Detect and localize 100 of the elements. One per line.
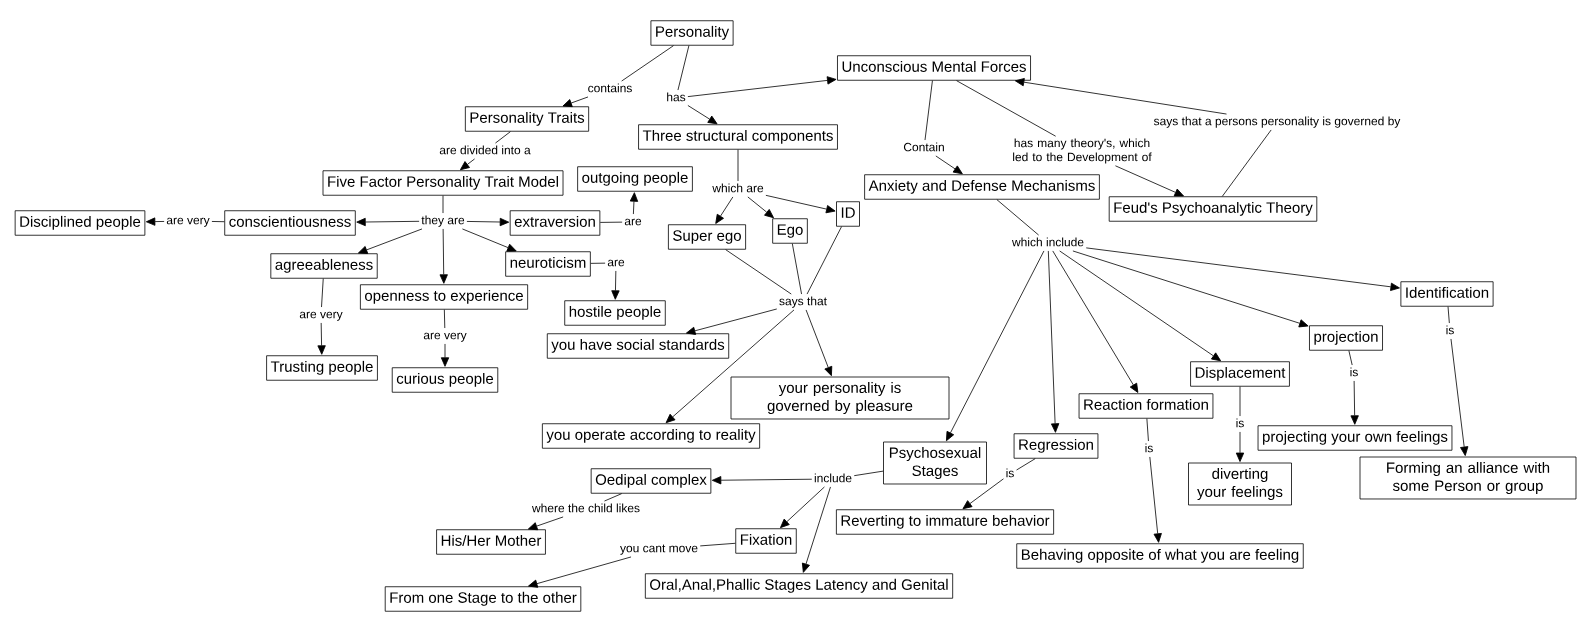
connector-line <box>924 80 933 141</box>
arrow <box>145 217 165 226</box>
arrow <box>1047 250 1060 433</box>
concept-box: Disciplined people <box>14 210 146 236</box>
connector-line <box>1239 386 1241 417</box>
linking-phrase: where the child likes <box>531 503 640 513</box>
connector-line <box>1146 418 1149 442</box>
concept-box: Oedipal complex <box>590 468 712 494</box>
arrow <box>780 486 825 529</box>
arrow <box>1350 380 1359 425</box>
concept-box: ID <box>836 201 860 227</box>
concept-box: Personality Traits <box>464 106 590 132</box>
concept-box: Behaving opposite of what you are feeling <box>1016 543 1304 569</box>
arrow <box>715 196 734 224</box>
concept-box: you operate according to reality <box>541 423 761 449</box>
concept-box: Five Factor Personality Trait Model <box>322 170 564 196</box>
arrow <box>687 105 718 125</box>
linking-phrase: is <box>1446 325 1454 335</box>
concept-box: Fixation <box>735 528 797 554</box>
concept-box: Regression <box>1013 433 1099 459</box>
concept-box: Displacement <box>1190 361 1290 387</box>
connector-line <box>621 45 674 82</box>
concept-box: curious people <box>391 367 499 393</box>
arrow <box>946 250 1045 442</box>
concept-box: Feud's Psychoanalytic Theory <box>1108 196 1318 222</box>
connector-line <box>1348 350 1353 366</box>
connector-line <box>1016 458 1036 471</box>
concept-box: Super ego <box>668 224 746 250</box>
linking-phrase: has many theory's, which led to the Development of <box>1013 138 1152 164</box>
connector-line <box>211 221 225 223</box>
linking-phrase: they are <box>421 215 465 227</box>
linking-phrase: contains <box>588 83 632 93</box>
linking-phrase: are very <box>423 332 467 342</box>
arrow <box>629 192 639 215</box>
concept-box: Forming an alliance with some Person or group <box>1359 456 1577 500</box>
concept-box: Ego <box>772 218 808 244</box>
arrow <box>358 228 423 254</box>
arrow <box>805 309 833 377</box>
linking-phrase: is <box>1145 443 1153 453</box>
linking-phrase: says that a persons personality is governed by <box>1153 116 1401 128</box>
arrow <box>466 217 510 227</box>
arrow <box>687 76 837 98</box>
connector-line <box>791 243 802 295</box>
connector-line <box>677 45 690 91</box>
arrow <box>1052 250 1139 393</box>
arrow <box>765 194 836 214</box>
connector-line <box>956 80 1057 137</box>
arrow <box>611 270 620 300</box>
connector-line <box>725 249 792 295</box>
arrow <box>1149 456 1162 543</box>
connector-line <box>1221 129 1272 197</box>
concept-box: projection <box>1309 325 1383 351</box>
arrow <box>528 556 632 588</box>
arrow <box>962 478 1004 510</box>
concept-box: His/Her Mother <box>436 529 546 555</box>
linking-phrase: are divided into a <box>439 145 531 155</box>
arrow <box>1085 247 1400 291</box>
arrow <box>356 217 420 227</box>
concept-box: Identification <box>1400 281 1494 307</box>
concept-box: Anxiety and Defense Mechanisms <box>864 174 1100 200</box>
connector-line <box>996 199 1040 236</box>
linking-phrase: which are <box>712 183 764 193</box>
concept-box: neuroticism <box>505 251 591 277</box>
arrow <box>686 308 778 335</box>
concept-box: agreeableness <box>270 253 378 279</box>
concept-box: Trusting people <box>266 355 378 381</box>
arrow <box>801 486 831 573</box>
linking-phrase: are <box>607 259 625 267</box>
concept-box: hostile people <box>564 300 666 326</box>
connector-line <box>604 493 623 502</box>
linking-phrase: is <box>1006 468 1014 478</box>
connector-line <box>806 226 842 295</box>
arrow <box>462 228 517 252</box>
arrow <box>1014 78 1227 115</box>
linking-phrase: are very <box>299 311 343 321</box>
connector-line <box>495 131 511 144</box>
concept-box: Psychosexual Stages <box>883 441 987 485</box>
arrow <box>1115 165 1184 197</box>
concept-box: you have social standards <box>546 333 730 359</box>
connector-line <box>599 221 623 223</box>
linking-phrase: Contain <box>903 142 944 152</box>
concept-box: Personality <box>650 20 734 46</box>
linking-phrase: are very <box>166 217 210 227</box>
connector-line <box>737 149 739 182</box>
arrow <box>665 309 795 424</box>
concept-box: diverting your feelings <box>1188 462 1292 506</box>
concept-box: From one Stage to the other <box>384 586 582 612</box>
concept-box: Unconscious Mental Forces <box>837 55 1031 81</box>
connector-line <box>853 470 884 477</box>
connector-line <box>443 309 446 329</box>
linking-phrase: is <box>1236 418 1244 428</box>
arrow <box>460 158 475 171</box>
arrow <box>711 476 813 485</box>
arrow <box>439 228 448 284</box>
linking-phrase: says that <box>779 296 827 308</box>
linking-phrase: has <box>667 92 686 102</box>
arrow <box>1450 338 1469 456</box>
linking-phrase: is <box>1350 367 1358 377</box>
arrow <box>1235 431 1245 462</box>
connector-line <box>1447 306 1450 324</box>
